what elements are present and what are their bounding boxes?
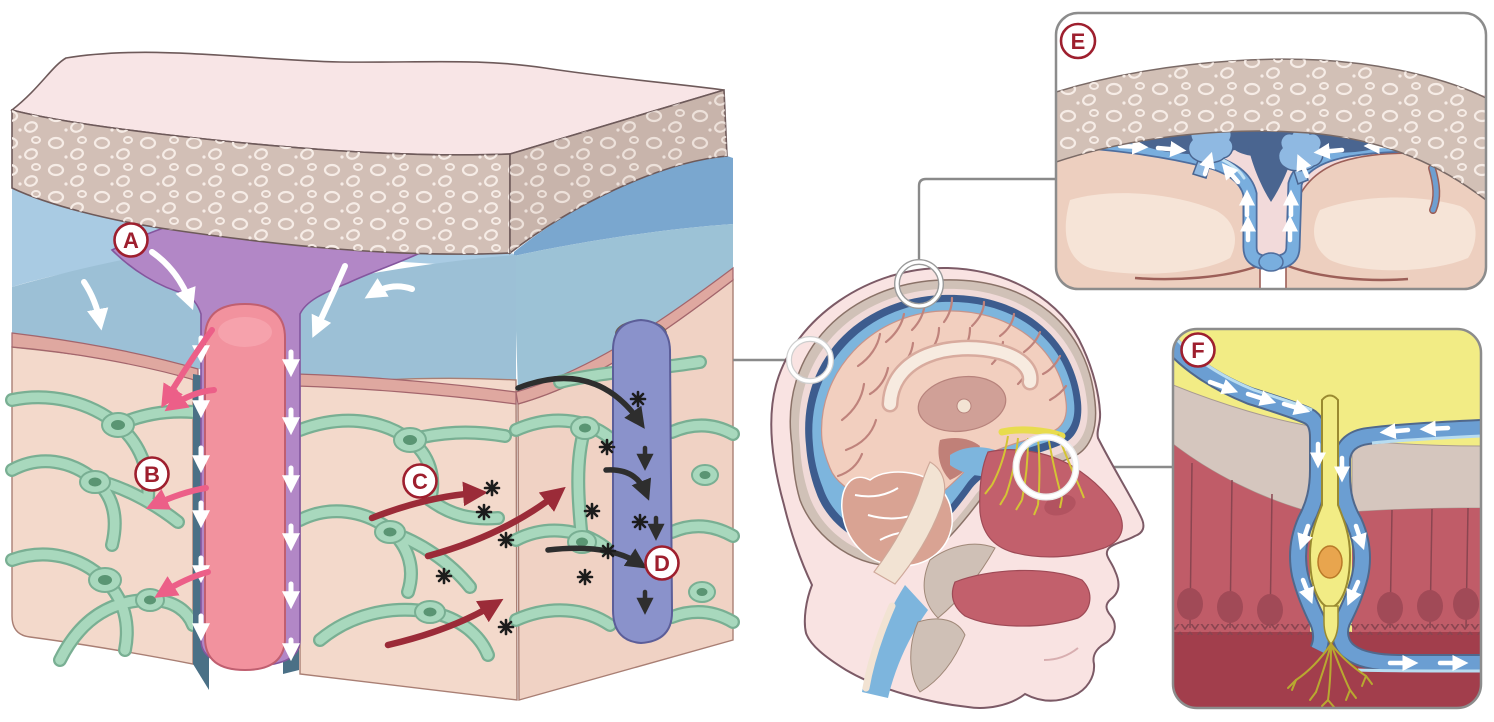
- label-d: D: [654, 551, 670, 576]
- inset-e-panel: E: [1054, 11, 1488, 291]
- hemisphere-right-inner: [1314, 197, 1476, 271]
- label-e-badge: E: [1059, 22, 1097, 60]
- inset-f-flow-arrows: [1207, 379, 1469, 672]
- vein-down-arrows: [636, 445, 665, 615]
- corpus-callosum: [881, 339, 1039, 413]
- olfactory-neuron: [1287, 394, 1373, 708]
- neuron-nucleus: [1317, 545, 1343, 579]
- arachnoid-right-face: [514, 224, 733, 392]
- magnifier-circle-sinus: [894, 259, 944, 309]
- label-e: E: [1071, 29, 1086, 54]
- magnifier-circle-olfactory: [1012, 433, 1080, 501]
- chin-crease: [1043, 647, 1079, 661]
- midline-csf-pocket: [1258, 252, 1284, 272]
- periarterial-down-arrows: [192, 335, 300, 662]
- epithelium-nuclei: [1177, 588, 1479, 626]
- inset-f-border: [1171, 327, 1483, 710]
- astrocyte-nuclei: [88, 420, 711, 617]
- descending-vein: [1428, 164, 1441, 214]
- head-sagittal-panel: [770, 259, 1145, 709]
- arachnoid-plane-mid: [297, 255, 516, 392]
- periarterial-exchange-arrows: [145, 327, 217, 598]
- cortical-vein-left: [1134, 264, 1259, 281]
- label-a-badge: A: [113, 222, 149, 258]
- label-f: F: [1191, 338, 1204, 363]
- skull-slab: [10, 51, 728, 255]
- cribriform-plate-right: [1351, 439, 1481, 513]
- label-f-badge: F: [1180, 332, 1216, 368]
- interstitial-flow-arrows: [368, 481, 566, 649]
- interthalamic-adhesion: [956, 398, 972, 414]
- inset-f-panel: F: [1171, 327, 1483, 710]
- olfactory-epithelium-left: [1173, 444, 1310, 632]
- inset-e-border: [1054, 11, 1488, 291]
- csf-influx-arrows: [81, 249, 415, 338]
- hemisphere-left-inner: [1065, 193, 1235, 274]
- vertebra: [910, 618, 966, 693]
- brainstem: [873, 461, 946, 585]
- oral-cavity: [951, 569, 1091, 627]
- magnifier-circle-cortex: [786, 336, 834, 384]
- label-b-badge: B: [134, 456, 170, 492]
- cortical-vein-right: [1287, 264, 1409, 282]
- label-b: B: [144, 462, 160, 487]
- tissue-block-panel: A B C D: [5, 51, 740, 701]
- spinal-csf-canal: [862, 585, 928, 698]
- label-c-badge: C: [402, 463, 438, 499]
- label-a: A: [123, 228, 139, 253]
- label-c: C: [412, 469, 428, 494]
- csf-right-face: [514, 156, 733, 256]
- label-d-badge: D: [644, 545, 680, 581]
- spinal-cord: [862, 602, 896, 692]
- neuron-cilia: [1287, 643, 1373, 708]
- connector-head-to-inset-e: [917, 177, 1058, 261]
- penetrating-artery: [204, 302, 286, 672]
